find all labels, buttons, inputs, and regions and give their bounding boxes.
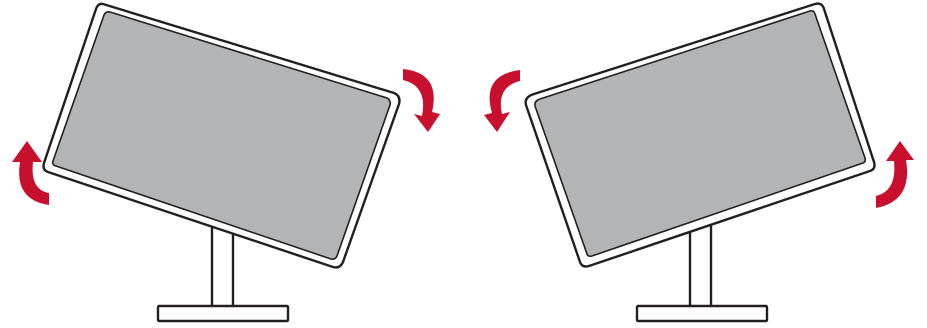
right-panel — [524, 2, 876, 323]
rotation-arrows — [12, 69, 914, 208]
rotate-clockwise-arrow — [403, 69, 440, 132]
right-monitor-screen — [534, 10, 867, 258]
right-stand-base — [635, 304, 769, 323]
rotate-counterclockwise-arrow — [484, 70, 520, 132]
right-stand-neck — [688, 220, 713, 312]
left-monitor-screen — [52, 11, 391, 260]
left-panel — [42, 2, 401, 323]
left-stand-base — [156, 304, 290, 323]
rotate-counterclockwise-arrow — [876, 141, 914, 208]
rotate-clockwise-arrow — [12, 141, 49, 205]
